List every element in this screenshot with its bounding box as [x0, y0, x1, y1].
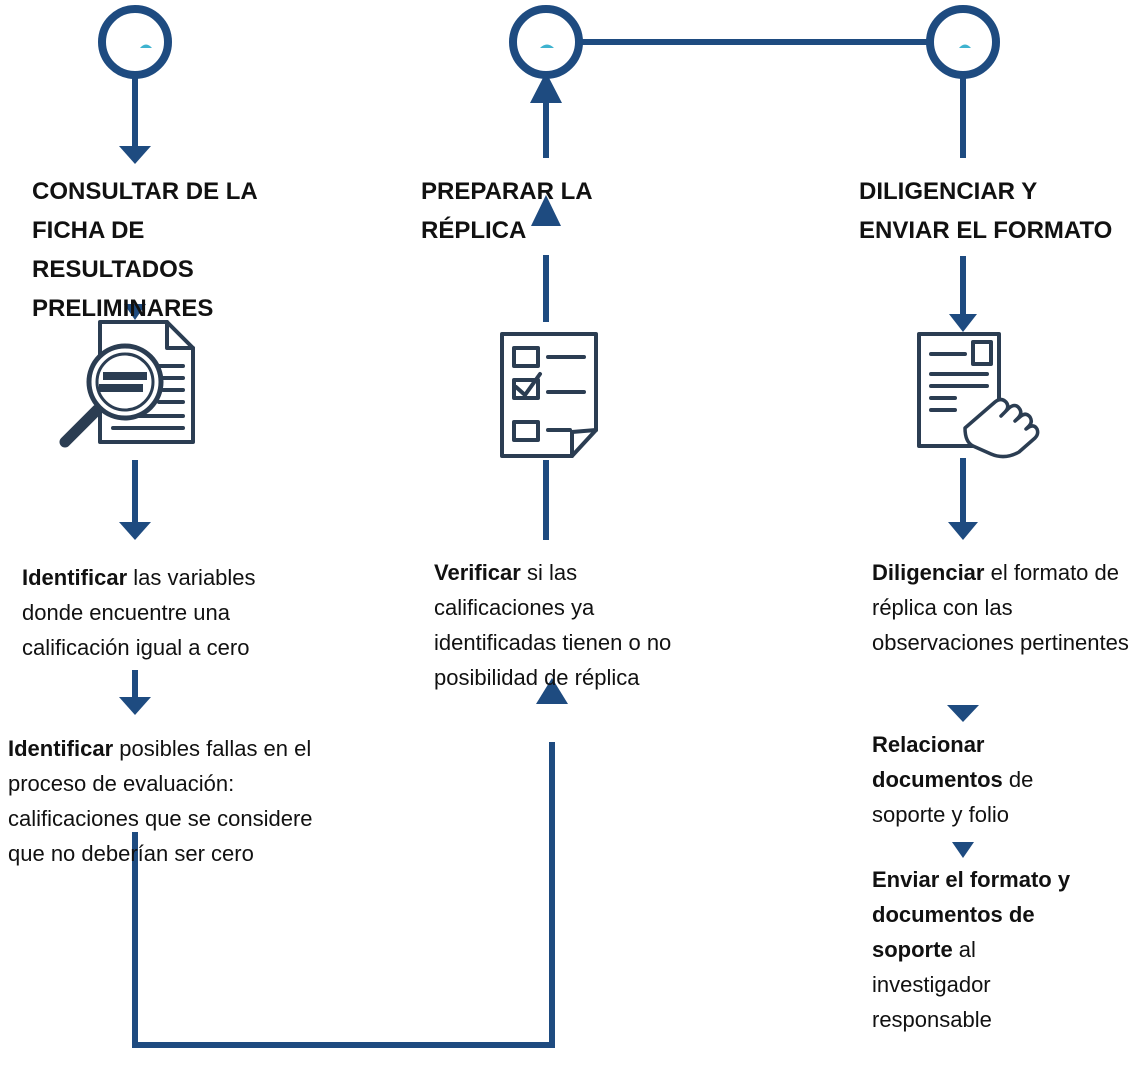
node-3 — [926, 5, 1000, 79]
flow-connector-bottom — [132, 742, 555, 1048]
arrow-down — [948, 522, 978, 540]
checklist-icon — [500, 332, 598, 458]
step-identificar-variables: Identificar las variables donde encuentr… — [22, 565, 256, 660]
arrow-down — [119, 146, 151, 164]
arrow-up — [531, 195, 561, 226]
arrow-down — [119, 697, 151, 715]
step-title-preparar: PREPARAR LA RÉPLICA — [421, 178, 593, 244]
node-2 — [509, 5, 583, 79]
arrow-down — [947, 705, 979, 722]
arrow-down — [119, 522, 151, 540]
arrow-up — [530, 72, 562, 103]
arrow-up — [536, 678, 568, 704]
arrow-down — [124, 304, 146, 320]
arrow-down — [952, 842, 974, 858]
step-verificar: Verificar si las calificaciones ya ident… — [434, 560, 672, 690]
magnifier-document-icon — [59, 320, 195, 448]
step-identificar-fallas: Identificar posibles fallas en el proces… — [8, 736, 313, 866]
step-title-consultar: CONSULTAR DE LA FICHA DE RESULTADOS PREL… — [32, 178, 258, 322]
step-diligenciar: Diligenciar el formato de réplica con la… — [872, 560, 1129, 655]
arrow-down — [949, 314, 977, 332]
start-node — [98, 5, 172, 79]
step-enviar: Enviar el formato y documentos de soport… — [872, 867, 1071, 1032]
form-touch-icon — [917, 332, 1040, 459]
step-relacionar: Relacionar documentos de soporte y folio — [872, 732, 1034, 827]
step-title-diligenciar: DILIGENCIAR Y ENVIAR EL FORMATO — [859, 178, 1113, 244]
